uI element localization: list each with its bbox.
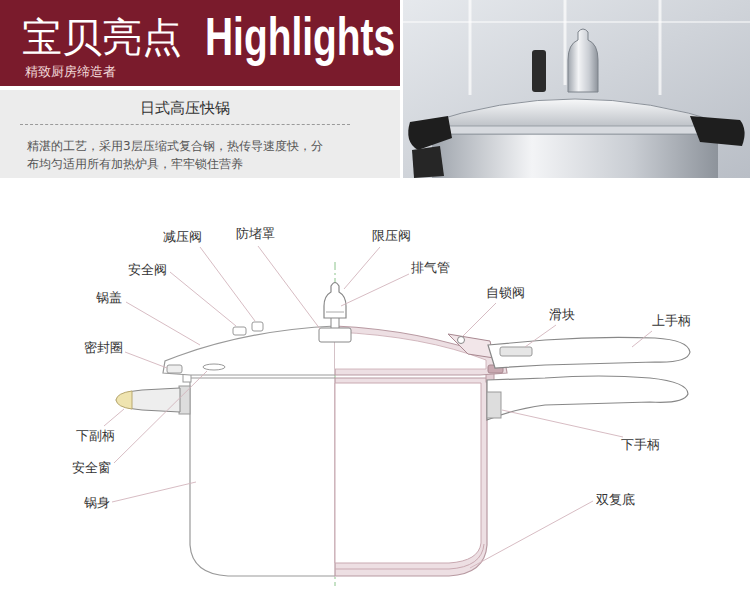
part-label: 防堵罩: [236, 226, 275, 242]
intro-band: 日式高压快锅精湛的工艺，采用3层压缩式复合钢，热传导速度快，分布均匀适用所有加热…: [0, 90, 400, 178]
valve-detail: [326, 312, 344, 313]
window-frame: [659, 0, 662, 95]
part-label: 密封圈: [84, 340, 123, 356]
photo-valve: [532, 50, 546, 92]
leader-line: [470, 501, 593, 568]
part-label: 排气管: [411, 260, 450, 276]
pot-body-inner: [335, 383, 481, 563]
photo-handle: [690, 116, 745, 146]
self-lock-valve: [458, 337, 465, 344]
leader-line: [170, 272, 236, 326]
leader-line: [125, 352, 167, 368]
pressure-release-valve: [252, 322, 263, 331]
part-label: 滑块: [549, 307, 575, 323]
lid-outline: [163, 326, 335, 375]
photo-pressure-weight: [568, 29, 598, 92]
part-label: 锅身: [84, 495, 110, 511]
part-label: 安全阀: [128, 262, 167, 278]
pot-drawing: [116, 283, 690, 577]
lid-inner: [335, 332, 486, 369]
lock-bracket: [448, 334, 494, 358]
product-name: 日式高压快锅: [20, 100, 350, 125]
pot-body-outline: [190, 378, 335, 576]
part-label: 双复底: [596, 492, 635, 508]
part-label: 下手柄: [621, 437, 660, 453]
part-label: 下副柄: [76, 428, 115, 444]
part-label: 安全窗: [72, 460, 111, 476]
photo-lid-rim: [424, 126, 726, 134]
window-frame: [469, 0, 472, 95]
leader-line: [344, 247, 380, 289]
leader-line: [463, 303, 496, 336]
photo-pot-lid: [424, 99, 726, 134]
part-label: 限压阀: [372, 228, 411, 244]
window-frame: [403, 21, 750, 23]
anti-block-cover: [319, 328, 351, 342]
safety-valve: [233, 327, 246, 335]
leader-line: [258, 246, 320, 329]
side-handle: [116, 388, 180, 412]
leader-line: [341, 274, 409, 306]
product-photo: [403, 0, 750, 178]
slider: [500, 347, 532, 356]
leader-line: [200, 247, 255, 321]
part-label: 减压阀: [163, 229, 202, 245]
leader-line: [114, 371, 207, 463]
double-bottom-layer: [335, 544, 484, 569]
leader-line: [112, 482, 196, 502]
pot-body-section: [335, 378, 487, 576]
leader-line: [632, 331, 652, 347]
window-frame: [564, 0, 567, 85]
photo-ground: [403, 0, 750, 178]
part-label: 上手柄: [652, 313, 691, 329]
lid-section: [335, 326, 507, 375]
leader-lines: [104, 246, 652, 568]
side-handle-tip: [116, 391, 132, 409]
header-band: 宝贝亮点 Highlights 精致厨房缔造者: [0, 0, 400, 86]
leader-line: [525, 325, 556, 347]
part-label: 锅盖: [96, 290, 122, 306]
pressure-limiting-valve: [324, 283, 346, 319]
handle-bracket: [487, 392, 501, 418]
leader-line: [104, 409, 124, 426]
part-label: 自锁阀: [486, 285, 525, 301]
product-description: 精湛的工艺，采用3层压缩式复合钢，热传导速度快，分布均匀适用所有加热炉具，牢牢锁…: [27, 137, 327, 173]
photo-pot-body: [432, 128, 718, 178]
header-subtitle: 精致厨房缔造者: [25, 64, 116, 79]
upper-handle: [488, 337, 690, 368]
header-english-title: Highlights: [205, 5, 395, 67]
seal-ring: [167, 365, 182, 373]
photo-handle: [408, 116, 452, 150]
photo-handle: [412, 146, 444, 178]
leader-line: [502, 410, 623, 437]
header-title: 宝贝亮点: [22, 14, 182, 60]
side-handle-bracket: [179, 386, 190, 414]
safety-window: [203, 364, 225, 370]
leader-line: [126, 302, 200, 345]
